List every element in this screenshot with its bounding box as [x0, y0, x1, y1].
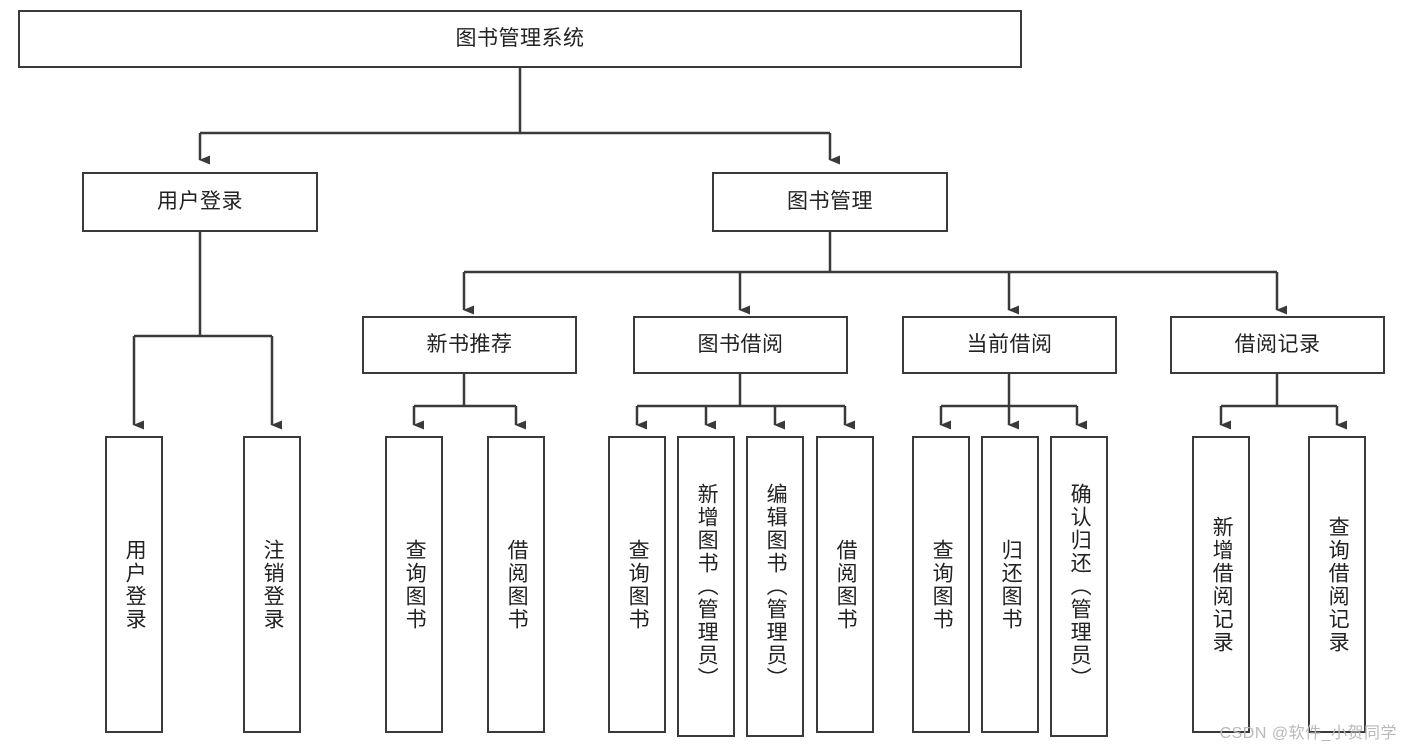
node-current-borrow-label: 当前借阅 — [966, 333, 1053, 357]
leaf-book-borrow-add[interactable]: 新增图书（管理员） — [677, 436, 735, 737]
leaf-book-borrow-edit-label: 编辑图书（管理员） — [764, 483, 788, 690]
node-book-borrow-label: 图书借阅 — [697, 333, 784, 357]
leaf-current-borrow-query[interactable]: 查询图书 — [912, 436, 970, 733]
node-borrow-record[interactable]: 借阅记录 — [1170, 316, 1385, 374]
node-new-book-recommend[interactable]: 新书推荐 — [362, 316, 577, 374]
node-borrow-record-label: 借阅记录 — [1234, 333, 1321, 357]
leaf-borrow-record-query-label: 查询借阅记录 — [1326, 515, 1350, 654]
leaf-new-book-borrow-label: 借阅图书 — [505, 538, 529, 631]
leaf-new-book-borrow[interactable]: 借阅图书 — [487, 436, 545, 733]
leaf-book-borrow-query-label: 查询图书 — [626, 538, 650, 631]
leaf-book-borrow-borrow[interactable]: 借阅图书 — [816, 436, 874, 733]
node-book-management[interactable]: 图书管理 — [712, 172, 948, 232]
node-current-borrow[interactable]: 当前借阅 — [902, 316, 1117, 374]
node-user-login-label: 用户登录 — [157, 190, 243, 214]
leaf-current-borrow-confirm-label: 确认归还（管理员） — [1068, 483, 1092, 690]
leaf-new-book-query-label: 查询图书 — [403, 538, 427, 631]
node-book-management-label: 图书管理 — [787, 190, 873, 214]
leaf-book-borrow-edit[interactable]: 编辑图书（管理员） — [746, 436, 804, 737]
leaf-borrow-record-add[interactable]: 新增借阅记录 — [1192, 436, 1250, 733]
leaf-current-borrow-confirm[interactable]: 确认归还（管理员） — [1050, 436, 1108, 737]
leaf-book-borrow-borrow-label: 借阅图书 — [834, 538, 858, 631]
leaf-current-borrow-return[interactable]: 归还图书 — [981, 436, 1039, 733]
leaf-current-borrow-query-label: 查询图书 — [930, 538, 954, 631]
leaf-borrow-record-add-label: 新增借阅记录 — [1210, 515, 1234, 654]
node-root[interactable]: 图书管理系统 — [18, 10, 1022, 68]
leaf-current-borrow-return-label: 归还图书 — [999, 538, 1023, 631]
leaf-book-borrow-query[interactable]: 查询图书 — [608, 436, 666, 733]
leaf-user-login-login-label: 用户登录 — [123, 538, 147, 631]
leaf-user-login-logout-label: 注销登录 — [261, 538, 285, 631]
watermark: CSDN @软件_小贺同学 — [1219, 725, 1397, 742]
leaf-new-book-query[interactable]: 查询图书 — [385, 436, 443, 733]
node-root-label: 图书管理系统 — [455, 27, 585, 51]
leaf-user-login-logout[interactable]: 注销登录 — [243, 436, 301, 733]
node-book-borrow[interactable]: 图书借阅 — [633, 316, 848, 374]
leaf-borrow-record-query[interactable]: 查询借阅记录 — [1308, 436, 1366, 733]
node-user-login[interactable]: 用户登录 — [82, 172, 318, 232]
leaf-user-login-login[interactable]: 用户登录 — [105, 436, 163, 733]
leaf-book-borrow-add-label: 新增图书（管理员） — [695, 483, 719, 690]
node-new-book-recommend-label: 新书推荐 — [426, 333, 513, 357]
